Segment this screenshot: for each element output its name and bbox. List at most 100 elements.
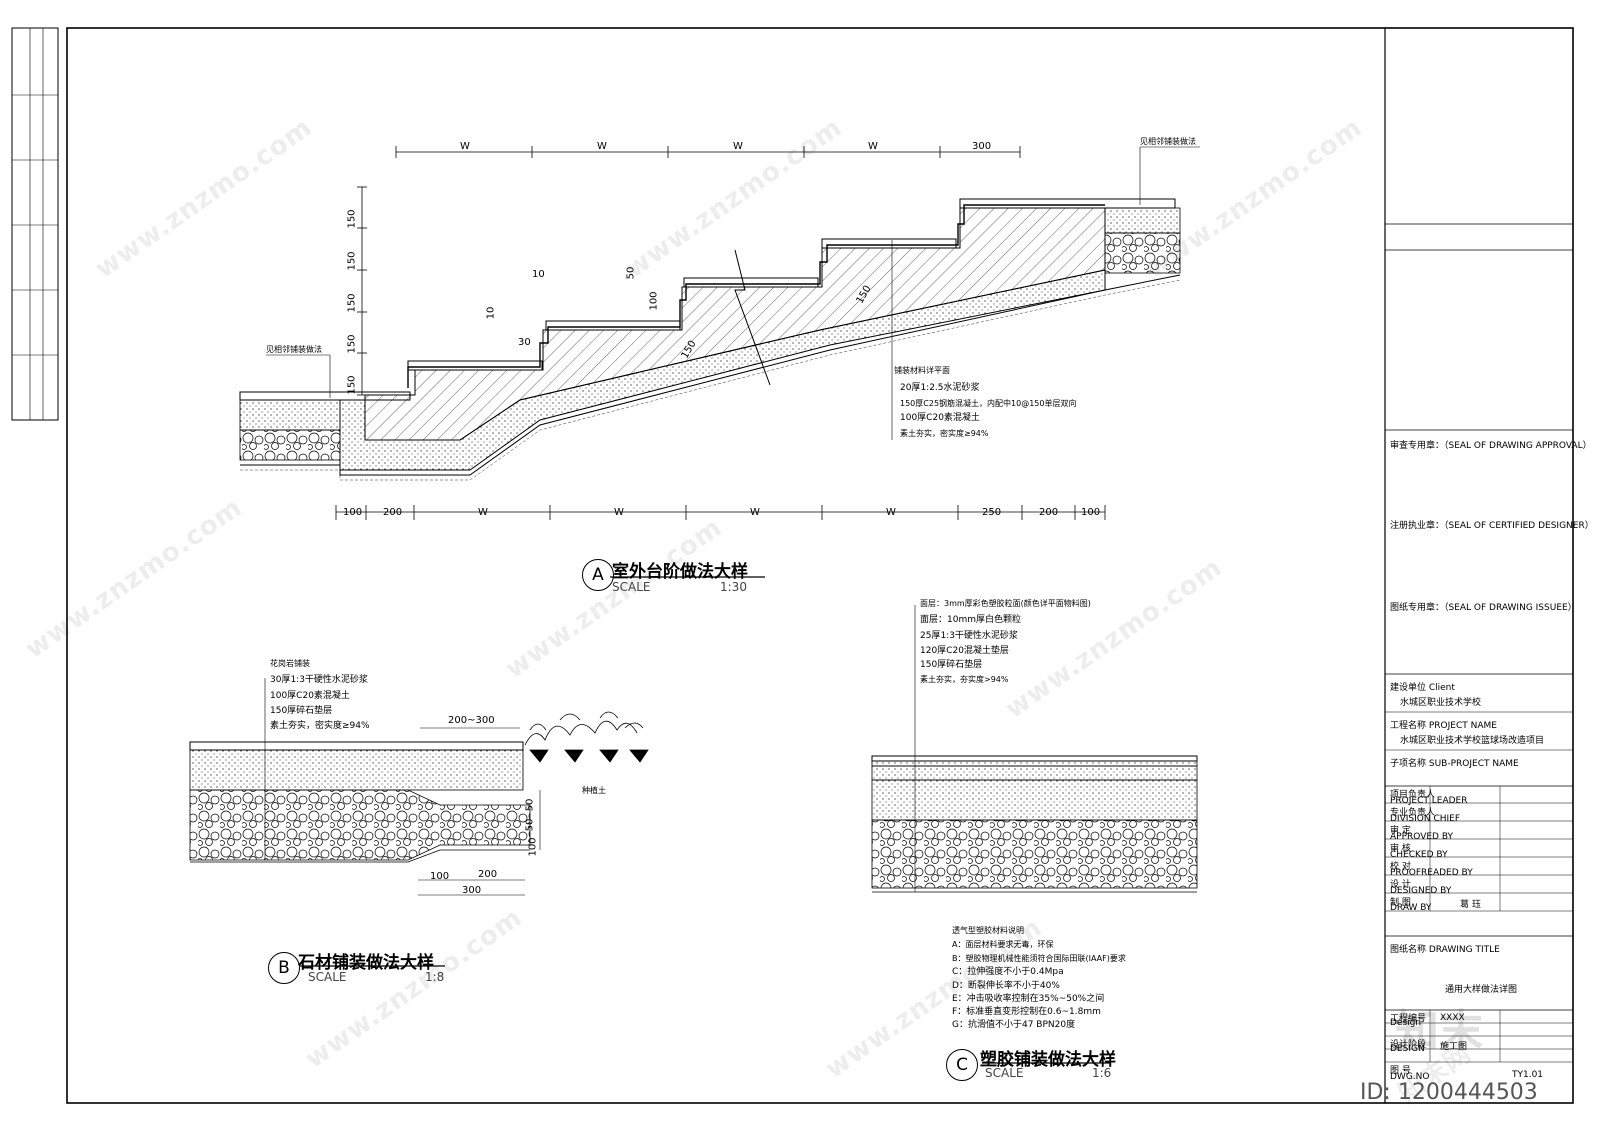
role-en: APPROVED BY xyxy=(1390,832,1454,842)
spec-item: G：抗滑值不小于47 BPN20度 xyxy=(952,1020,1076,1030)
spec-title: 透气型塑胶材料说明 xyxy=(952,926,1024,935)
dim-label: W xyxy=(614,507,624,518)
layer-label: 150厚C25钢筋混凝土，内配中10@150单层双向 xyxy=(900,399,1077,408)
role-cn: 审 核 xyxy=(1390,844,1411,854)
role-cn: 项目负责人 xyxy=(1390,790,1436,800)
dim-label: 50 xyxy=(625,266,637,280)
scale-value: 1:8 xyxy=(425,970,445,984)
dim-label: 100 xyxy=(648,291,660,311)
drawing-title-value: 通用大样做法详图 xyxy=(1445,985,1518,995)
dim-label: 10 xyxy=(532,269,545,280)
dim-label: W xyxy=(597,141,607,152)
client-value: 水城区职业技术学校 xyxy=(1400,698,1482,708)
dwg-no-value: TY1.01 xyxy=(1512,1070,1544,1080)
project-value: 水城区职业技术学校篮球场改造项目 xyxy=(1400,736,1545,746)
design-no-en: Design xyxy=(1390,1018,1422,1028)
role-en: DESIGNED BY xyxy=(1390,886,1452,896)
dim-label: 300 xyxy=(972,141,992,152)
role-cn: 设 计 xyxy=(1390,880,1411,890)
design-no-label: 工程编号 xyxy=(1390,1014,1427,1024)
dim-label: W xyxy=(733,141,743,152)
dim-label: W xyxy=(868,141,878,152)
design-no-value: XXXX xyxy=(1440,1013,1465,1023)
layer-label: 面层：3mm厚彩色塑胶粒面(颜色详平面物料图) xyxy=(920,599,1091,608)
stage-value: 施工图 xyxy=(1440,1042,1468,1052)
dim-label: 200 xyxy=(1039,507,1059,518)
layer-label: 20厚1:2.5水泥砂浆 xyxy=(900,383,980,393)
dim-label: 100 xyxy=(343,507,363,518)
layer-label: 花岗岩铺装 xyxy=(270,659,310,668)
layer-label: 素土夯实，密实度≥94% xyxy=(270,721,370,731)
role-en: DRAW BY xyxy=(1390,903,1432,913)
role-en: DIVISION CHIEF xyxy=(1390,814,1461,824)
dim-label: 150 xyxy=(346,251,358,271)
dwg-no-label: 图 号 xyxy=(1390,1066,1411,1076)
dim-label: 150 xyxy=(346,375,358,395)
role-cn: 校 对 xyxy=(1390,862,1411,872)
dim-label: W xyxy=(750,507,760,518)
layer-label: 素土夯实，密实度≥94% xyxy=(900,429,989,438)
spec-item: A：面层材料要求无毒，环保 xyxy=(952,940,1054,949)
dim-label: W xyxy=(460,141,470,152)
dim-label: 100 xyxy=(430,871,450,882)
plants-icon xyxy=(524,711,649,763)
layer-label: 120厚C20混凝土垫层 xyxy=(920,646,1009,656)
dim-label: 150 xyxy=(346,334,358,354)
layer-label: 100厚C20素混凝土 xyxy=(900,413,980,423)
spec-item: B：塑胶物理机械性能须符合国际田联(IAAF)要求 xyxy=(952,954,1126,963)
dim-label: 30 xyxy=(518,337,531,348)
role-en: CHECKED BY xyxy=(1390,850,1448,860)
detail-marker-c: C xyxy=(946,1049,978,1081)
subproject-label: 子项名称 SUB-PROJECT NAME xyxy=(1390,759,1519,769)
layer-label: 100厚C20素混凝土 xyxy=(270,691,350,701)
dim-label: 150 xyxy=(346,293,358,313)
scale-value: 1:30 xyxy=(720,580,747,594)
spec-item: D：断裂伸长率不小于40% xyxy=(952,981,1060,991)
seal-designer: 注册执业章：（SEAL OF CERTIFIED DESIGNER） xyxy=(1390,521,1594,531)
role-cn: 专业负责人 xyxy=(1390,808,1436,818)
spec-item: F：标准垂直变形控制在0.6~1.8mm xyxy=(952,1007,1101,1017)
dim-label: W xyxy=(886,507,896,518)
plant-label: 种植土 xyxy=(582,786,606,795)
scale-value: 1:6 xyxy=(1092,1066,1112,1080)
project-label: 工程名称 PROJECT NAME xyxy=(1390,721,1497,731)
seal-issuee: 图纸专用章：（SEAL OF DRAWING ISSUEE） xyxy=(1390,603,1577,613)
dim-label: 300 xyxy=(462,885,482,896)
stage-en: DESIGN xyxy=(1390,1044,1425,1054)
scale-label: SCALE xyxy=(612,580,651,594)
layer-label: 铺装材料详平面 xyxy=(894,366,950,375)
detail-title-a: 室外台阶做法大样 xyxy=(612,562,748,582)
dwg-no-en: DWG.NO xyxy=(1390,1072,1430,1082)
detail-title-c: 塑胶铺装做法大样 xyxy=(980,1050,1116,1070)
seal-approval: 审查专用章：（SEAL OF DRAWING APPROVAL） xyxy=(1390,441,1592,451)
dim-label: 200~300 xyxy=(448,715,495,726)
dim-label: 100 xyxy=(527,837,539,857)
layer-label: 面层：10mm厚白色颗粒 xyxy=(920,615,1021,625)
role-en: PROJECT LEADER xyxy=(1390,796,1468,806)
dim-label: 200 xyxy=(478,869,498,880)
watermark-id: ID: 1200444503 xyxy=(1360,1080,1538,1105)
drawing-title-label: 图纸名称 DRAWING TITLE xyxy=(1390,945,1500,955)
layer-label: 素土夯实，夯实度>94% xyxy=(920,675,1009,684)
role-cn: 审 定 xyxy=(1390,826,1411,836)
layer-label: 150厚碎石垫层 xyxy=(270,706,333,716)
note-right: 见相邻铺装做法 xyxy=(1140,137,1196,146)
spec-item: C：拉伸强度不小于0.4Mpa xyxy=(952,967,1064,977)
role-en: PROOFREADED BY xyxy=(1390,868,1473,878)
dim-label: 10 xyxy=(485,306,497,320)
detail-title-b: 石材铺装做法大样 xyxy=(298,953,434,973)
dim-label: 250 xyxy=(982,507,1002,518)
note-left: 见相邻铺装做法 xyxy=(266,345,322,354)
dim-label: 50 xyxy=(524,798,536,812)
stage-label: 设计阶段 xyxy=(1390,1040,1427,1050)
scale-label: SCALE xyxy=(308,970,347,984)
spec-item: E：冲击吸收率控制在35%~50%之间 xyxy=(952,994,1105,1004)
detail-marker-a: A xyxy=(582,559,614,591)
dim-label: 200 xyxy=(383,507,403,518)
scale-label: SCALE xyxy=(985,1066,1024,1080)
dim-label: 50 xyxy=(524,818,536,832)
watermark-logo: 知末 xyxy=(1395,1006,1483,1057)
dim-label: 150 xyxy=(346,209,358,229)
dim-label: W xyxy=(478,507,488,518)
